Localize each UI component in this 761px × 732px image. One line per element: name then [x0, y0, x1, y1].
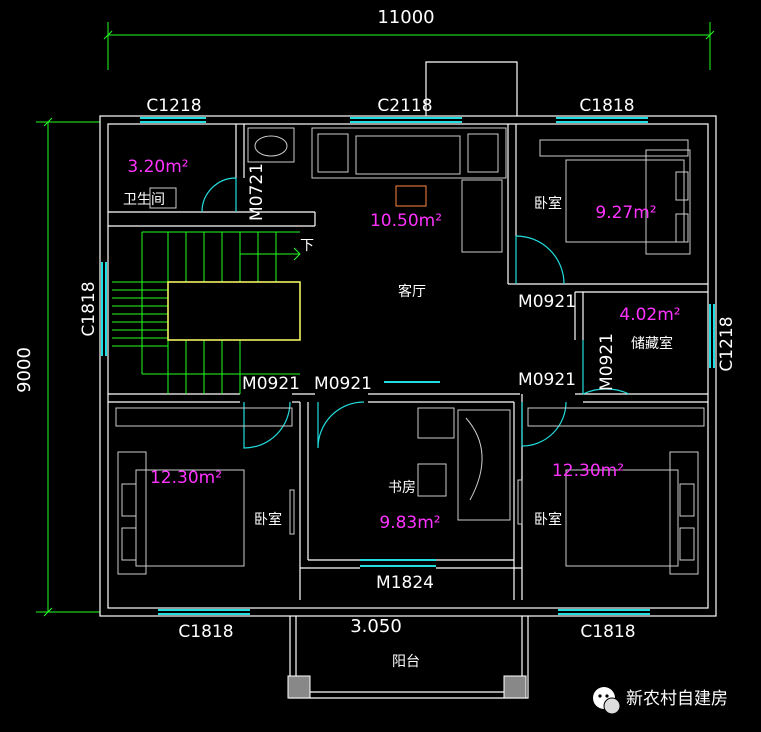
living-area: 10.50m² [370, 211, 442, 231]
balcony-column-left [287, 675, 311, 699]
door-label-stair: M0921 [242, 374, 300, 394]
bed-se-area: 12.30m² [552, 461, 624, 481]
bed-ne-name: 卧室 [534, 195, 562, 212]
living-name: 客厅 [398, 283, 426, 300]
door-label-balcony: M1824 [376, 573, 434, 593]
door-label-bed-se: M0921 [518, 370, 576, 390]
window-label-left: C1818 [79, 281, 99, 336]
study-area: 9.83m² [379, 513, 440, 533]
balcony-depth: 3.050 [350, 616, 402, 637]
bath-area: 3.20m² [127, 157, 188, 177]
door-label-bed-ne: M0921 [518, 292, 576, 312]
balcony-name: 阳台 [392, 654, 420, 670]
bath-name: 卫生间 [123, 192, 165, 208]
window-label-bottom-right: C1818 [580, 622, 635, 642]
study-name: 书房 [388, 480, 416, 496]
wechat-icon [593, 687, 621, 715]
door-label-bath: M0721 [247, 163, 267, 221]
bed-se-name: 卧室 [534, 511, 562, 528]
dimension-lines [36, 22, 715, 617]
watermark-text: 新农村自建房 [626, 689, 728, 709]
width-dimension: 11000 [377, 7, 434, 28]
stair-void [167, 281, 301, 341]
window-label-top-right: C1818 [579, 96, 634, 116]
storage-name: 储藏室 [631, 335, 673, 352]
stair [112, 231, 301, 394]
stair-down-label: 下 [300, 238, 314, 254]
window-label-right: C1218 [717, 316, 737, 371]
doors [201, 177, 630, 449]
door-label-study: M0921 [314, 374, 372, 394]
door-label-storage: M0921 [597, 333, 617, 391]
window-label-top-left: C1218 [146, 96, 201, 116]
balcony-column-right [503, 675, 527, 699]
height-dimension: 9000 [14, 347, 35, 393]
storage-area: 4.02m² [619, 305, 680, 325]
windows [101, 117, 715, 615]
bed-ne-area: 9.27m² [595, 203, 656, 223]
furniture [115, 127, 705, 575]
walls [99, 61, 717, 699]
window-label-bottom-left: C1818 [178, 622, 233, 642]
bed-sw-area: 12.30m² [150, 468, 222, 488]
window-label-top-center: C2118 [377, 96, 432, 116]
bed-sw-name: 卧室 [254, 511, 282, 528]
